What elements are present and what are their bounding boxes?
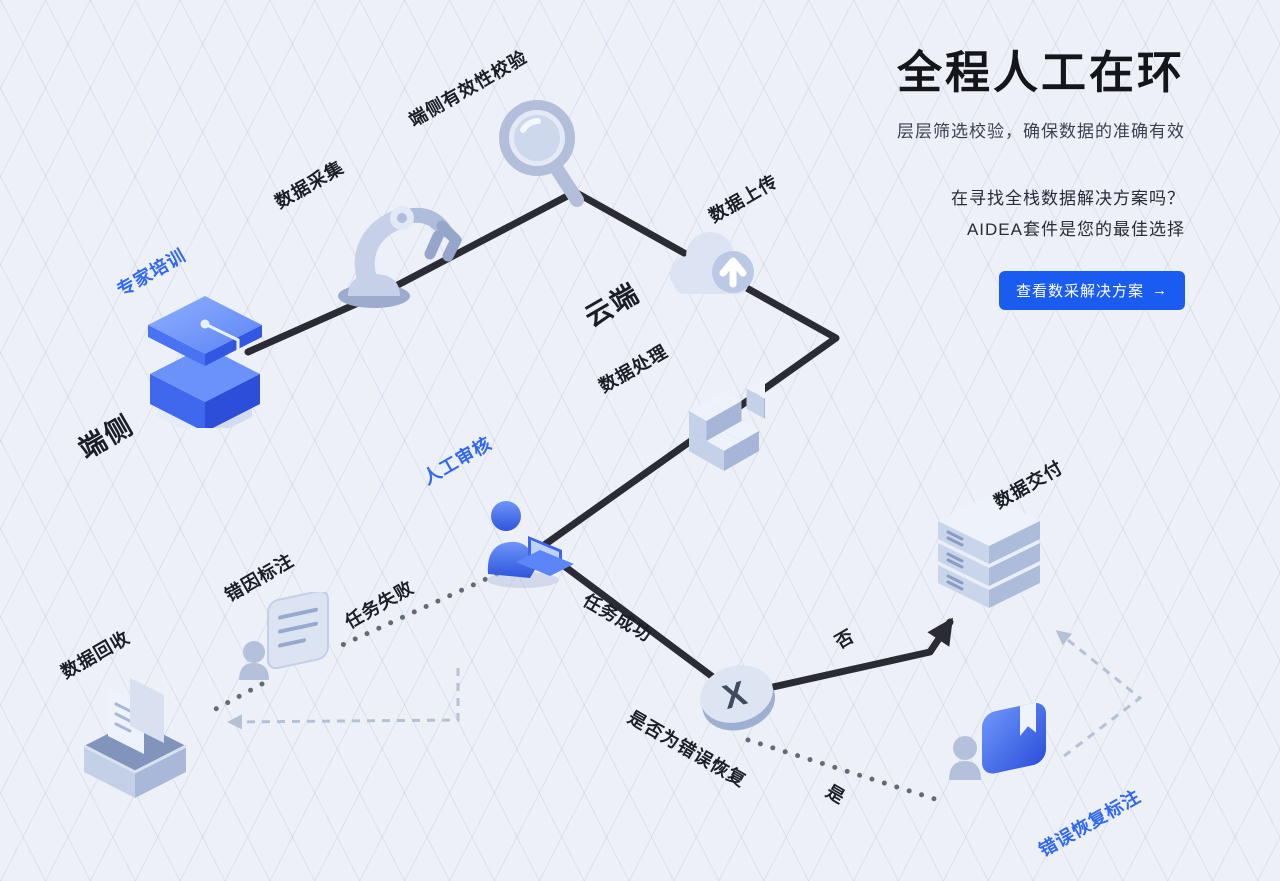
promo-text: 在寻找全栈数据解决方案吗？ AIDEA套件是您的最佳选择	[897, 184, 1185, 245]
robot-arm-icon	[338, 206, 462, 308]
task-failed-dotted-line	[337, 571, 500, 649]
magnifier-icon	[499, 100, 584, 207]
promo-line-2: AIDEA套件是您的最佳选择	[966, 219, 1185, 239]
decision-node-icon: X	[700, 665, 776, 731]
view-solution-button-label: 查看数采解决方案	[1015, 283, 1144, 301]
recovery-feedback-dashed-line	[1055, 630, 1143, 758]
graduation-cap-icon	[148, 296, 262, 428]
data-cubes-icon	[689, 378, 765, 471]
recovery-annotation-book-icon	[949, 702, 1046, 780]
cloud-upload-icon	[670, 232, 754, 294]
error-annotation-doc-icon	[239, 592, 329, 680]
reviewer-at-laptop-icon	[487, 501, 574, 588]
annotation-to-recycle-dotted-line	[211, 681, 265, 713]
promo-line-1: 在寻找全栈数据解决方案吗？	[951, 189, 1185, 208]
recycle-box-icon	[83, 678, 187, 798]
page-title: 全程人工在环	[896, 47, 1185, 98]
arrow-right-icon: →	[1152, 282, 1168, 300]
server-stack-icon	[938, 496, 1040, 608]
recycle-feedback-dashed-line	[227, 668, 460, 730]
main-flow-line	[244, 188, 954, 699]
header: 全程人工在环 层层筛选校验，确保数据的准确有效 在寻找全栈数据解决方案吗？ AI…	[896, 36, 1185, 311]
view-solution-button[interactable]: 查看数采解决方案 →	[998, 271, 1185, 311]
page-subtitle: 层层筛选校验，确保数据的准确有效	[897, 122, 1185, 141]
